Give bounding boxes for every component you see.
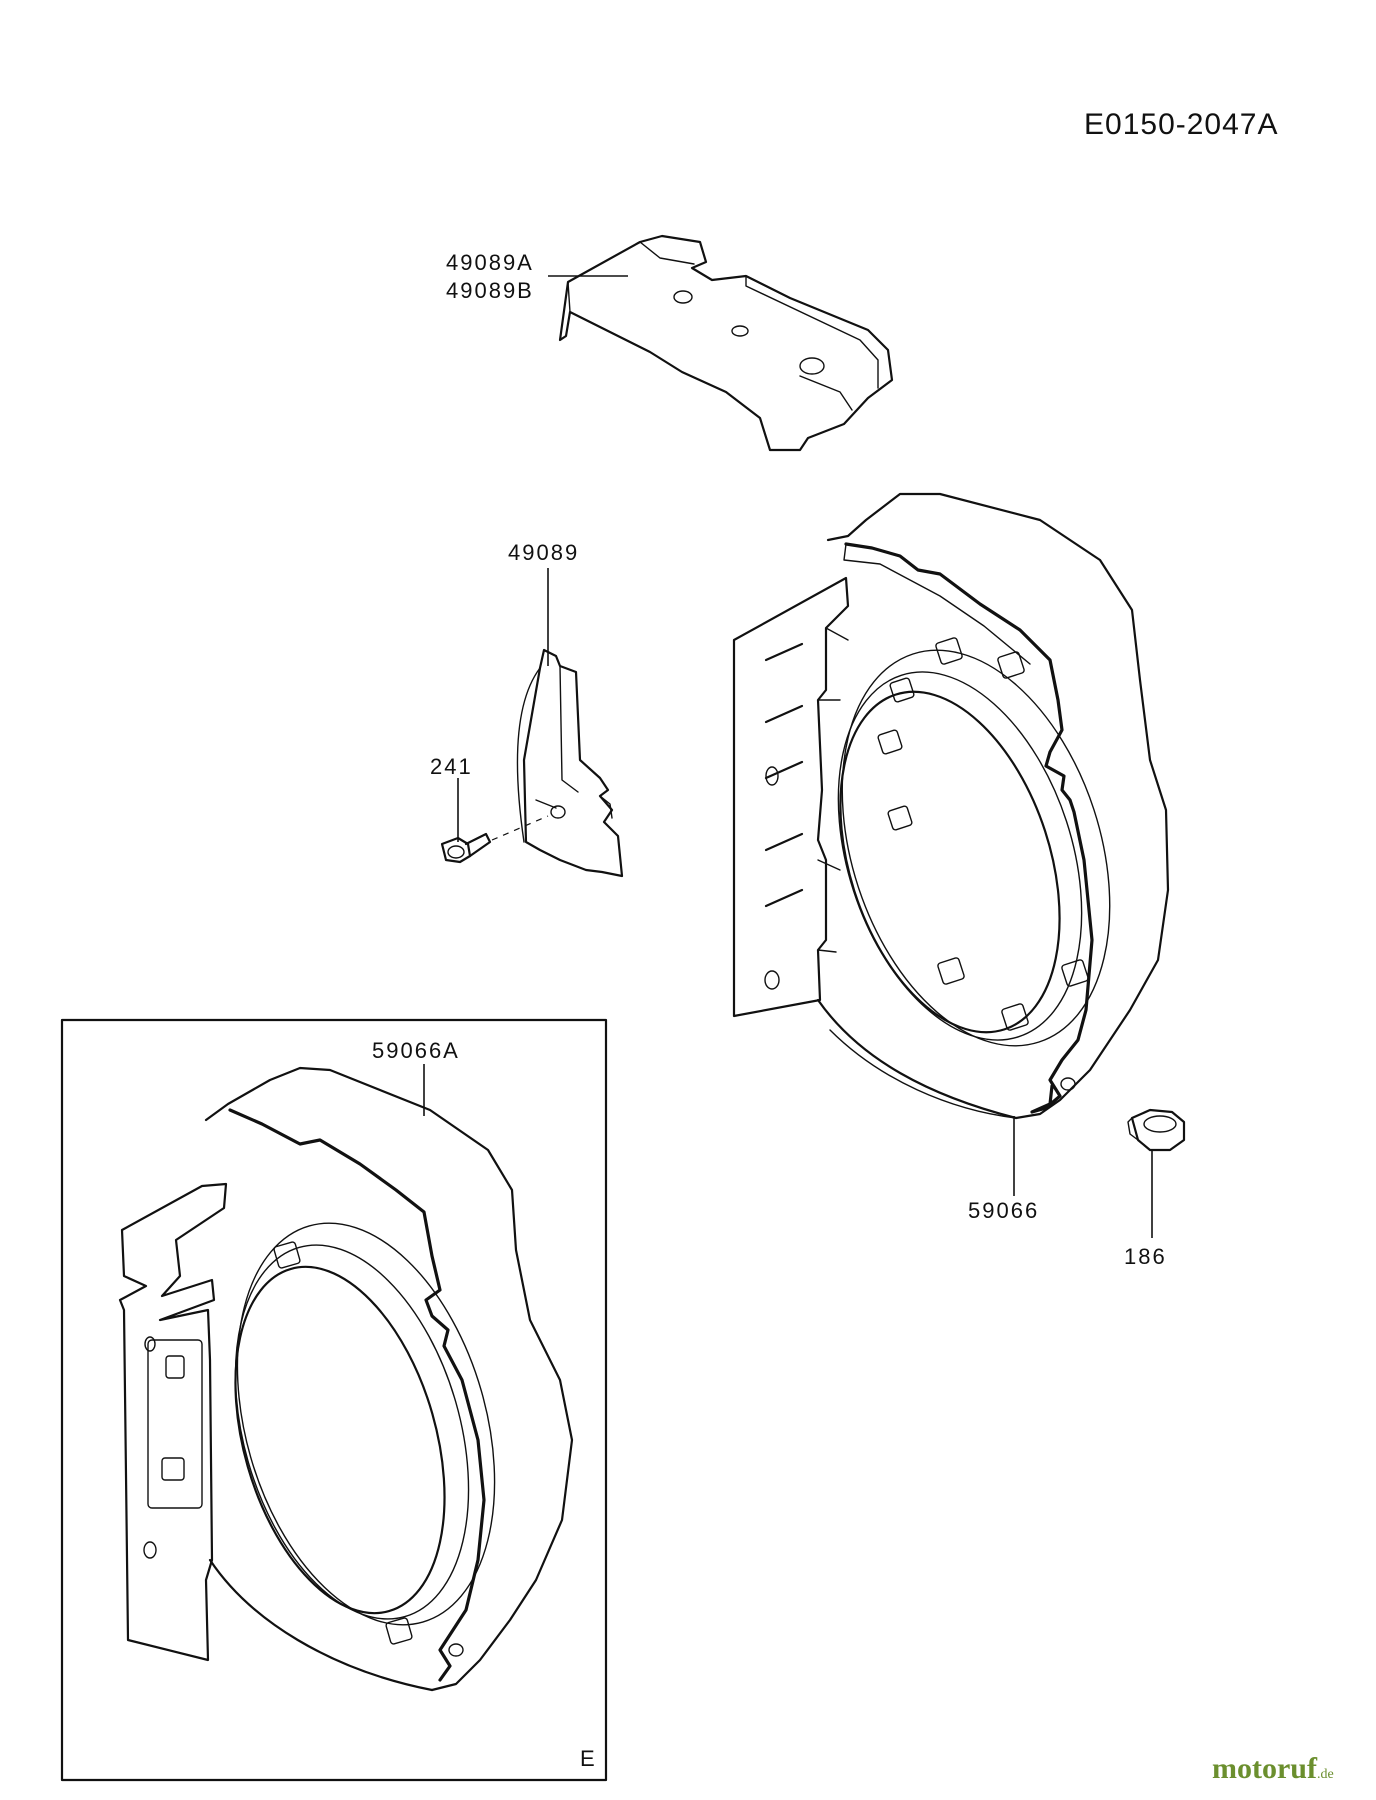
- bolt-186[interactable]: [1127, 1108, 1186, 1152]
- watermark-brand: motoruf: [1212, 1752, 1317, 1785]
- label-49089a: 49089A: [446, 250, 534, 275]
- bracket-plate-49089a[interactable]: [558, 234, 894, 452]
- label-59066a: 59066A: [372, 1038, 460, 1063]
- shield-plate-49089[interactable]: [516, 648, 624, 878]
- inset-marker: E: [580, 1746, 597, 1771]
- watermark-suffix: .de: [1316, 1767, 1334, 1782]
- label-49089: 49089: [508, 540, 579, 565]
- label-59066: 59066: [968, 1198, 1039, 1223]
- diagram-code: E0150-2047A: [1084, 108, 1279, 141]
- label-241: 241: [430, 754, 473, 779]
- fan-housing-59066[interactable]: [732, 492, 1170, 1120]
- label-49089b: 49089B: [446, 278, 534, 303]
- label-186: 186: [1124, 1244, 1167, 1269]
- inset-frame: [60, 1018, 608, 1782]
- watermark-logo: motoruf.de: [1212, 1752, 1334, 1786]
- fan-housing-59066a[interactable]: [118, 1066, 574, 1692]
